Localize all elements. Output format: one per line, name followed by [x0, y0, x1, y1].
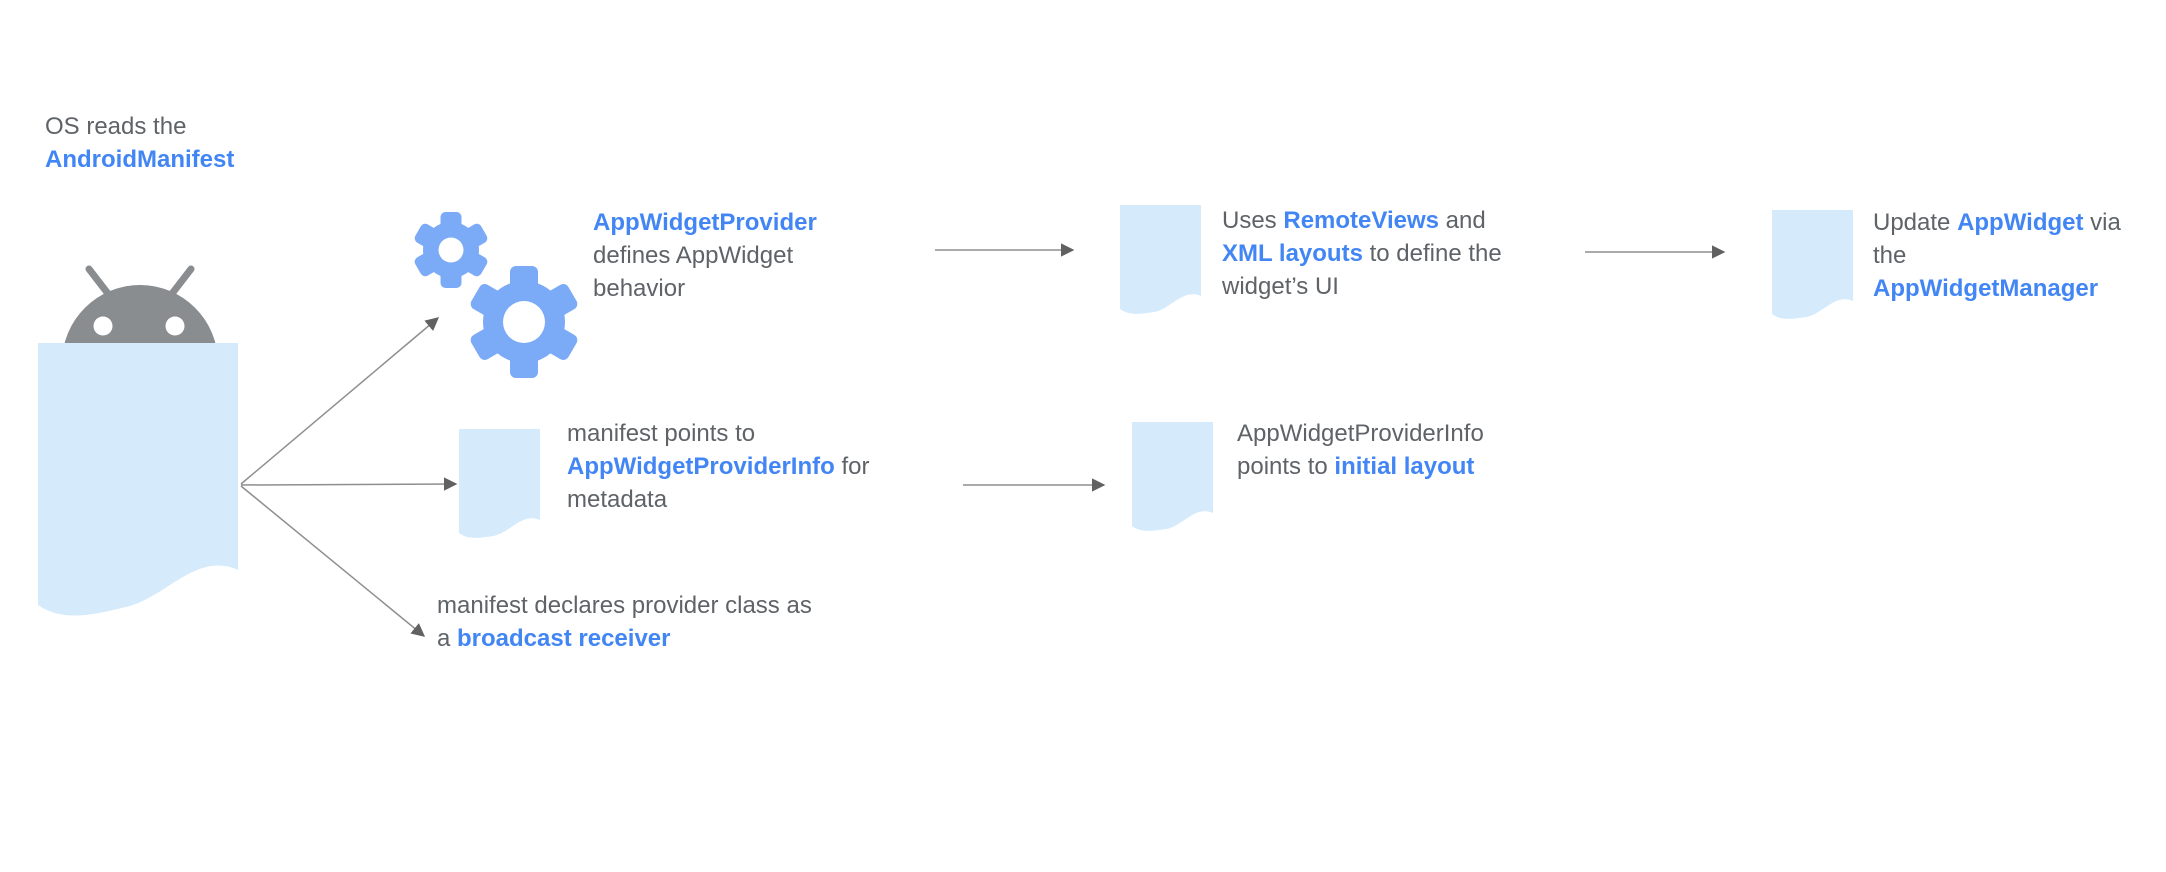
provider-line2: defines AppWidget — [593, 242, 794, 269]
providerinfo-points-label: AppWidgetProviderInfo points to initial … — [1237, 417, 1484, 483]
providerinfo-line2: points to initial layout — [1237, 450, 1484, 483]
appwidgetprovider-keyword: AppWidgetProvider — [593, 209, 817, 236]
appwidgetprovider-label: AppWidgetProvider defines AppWidget beha… — [593, 206, 817, 305]
text: for — [834, 453, 870, 480]
text: and — [1438, 207, 1486, 234]
text: to define the — [1362, 240, 1502, 267]
initial-layout-document-icon — [1132, 422, 1213, 531]
text: points to — [1237, 453, 1335, 480]
manifest-points-label: manifest points to AppWidgetProviderInfo… — [567, 417, 869, 516]
xml-layouts-keyword: XML layouts — [1222, 240, 1363, 267]
text: Uses — [1222, 207, 1284, 234]
providerinfo-document-icon — [459, 429, 540, 538]
broadcast-receiver-keyword: broadcast receiver — [457, 625, 671, 652]
provider-line3: behavior — [593, 275, 686, 302]
broadcast-line2: a broadcast receiver — [437, 622, 812, 655]
manifest-points-line1: manifest points to — [567, 420, 756, 447]
os-reads-manifest-label: OS reads the AndroidManifest — [45, 110, 234, 176]
remoteviews-document-icon — [1120, 205, 1201, 314]
remoteviews-line2: XML layouts to define the — [1222, 237, 1502, 270]
update-line1: Update AppWidget via — [1873, 206, 2121, 239]
remoteviews-line3: widget’s UI — [1222, 273, 1339, 300]
update-line2: the — [1873, 242, 1907, 269]
text: a — [437, 625, 458, 652]
providerinfo-line1: AppWidgetProviderInfo — [1237, 420, 1484, 447]
os-reads-line: OS reads the — [45, 113, 187, 140]
text: Update — [1873, 209, 1958, 236]
update-appwidget-label: Update AppWidget via the AppWidgetManage… — [1873, 206, 2121, 305]
arrow-manifest-to-broadcast — [240, 485, 426, 637]
manifest-points-line3: metadata — [567, 486, 668, 513]
arrow-manifest-to-providerinfo-doc — [240, 477, 458, 491]
remoteviews-keyword: RemoteViews — [1283, 207, 1439, 234]
manifest-points-line2: AppWidgetProviderInfo for — [567, 450, 869, 483]
remoteviews-line1: Uses RemoteViews and — [1222, 204, 1502, 237]
arrow-manifest-to-gears — [240, 317, 440, 485]
remoteviews-label: Uses RemoteViews and XML layouts to defi… — [1222, 204, 1502, 303]
broadcast-line1: manifest declares provider class as — [437, 592, 812, 619]
appwidgetproviderinfo-keyword: AppWidgetProviderInfo — [567, 453, 835, 480]
text: via — [2083, 209, 2121, 236]
appwidgetmanager-keyword: AppWidgetManager — [1873, 275, 2099, 302]
android-manifest-document-icon — [38, 343, 238, 616]
androidmanifest-keyword: AndroidManifest — [45, 146, 235, 173]
broadcast-receiver-label: manifest declares provider class as a br… — [437, 589, 812, 655]
update-appwidget-document-icon — [1772, 210, 1853, 319]
gears-icon — [414, 212, 578, 378]
initial-layout-keyword: initial layout — [1334, 453, 1475, 480]
appwidget-keyword: AppWidget — [1957, 209, 2084, 236]
